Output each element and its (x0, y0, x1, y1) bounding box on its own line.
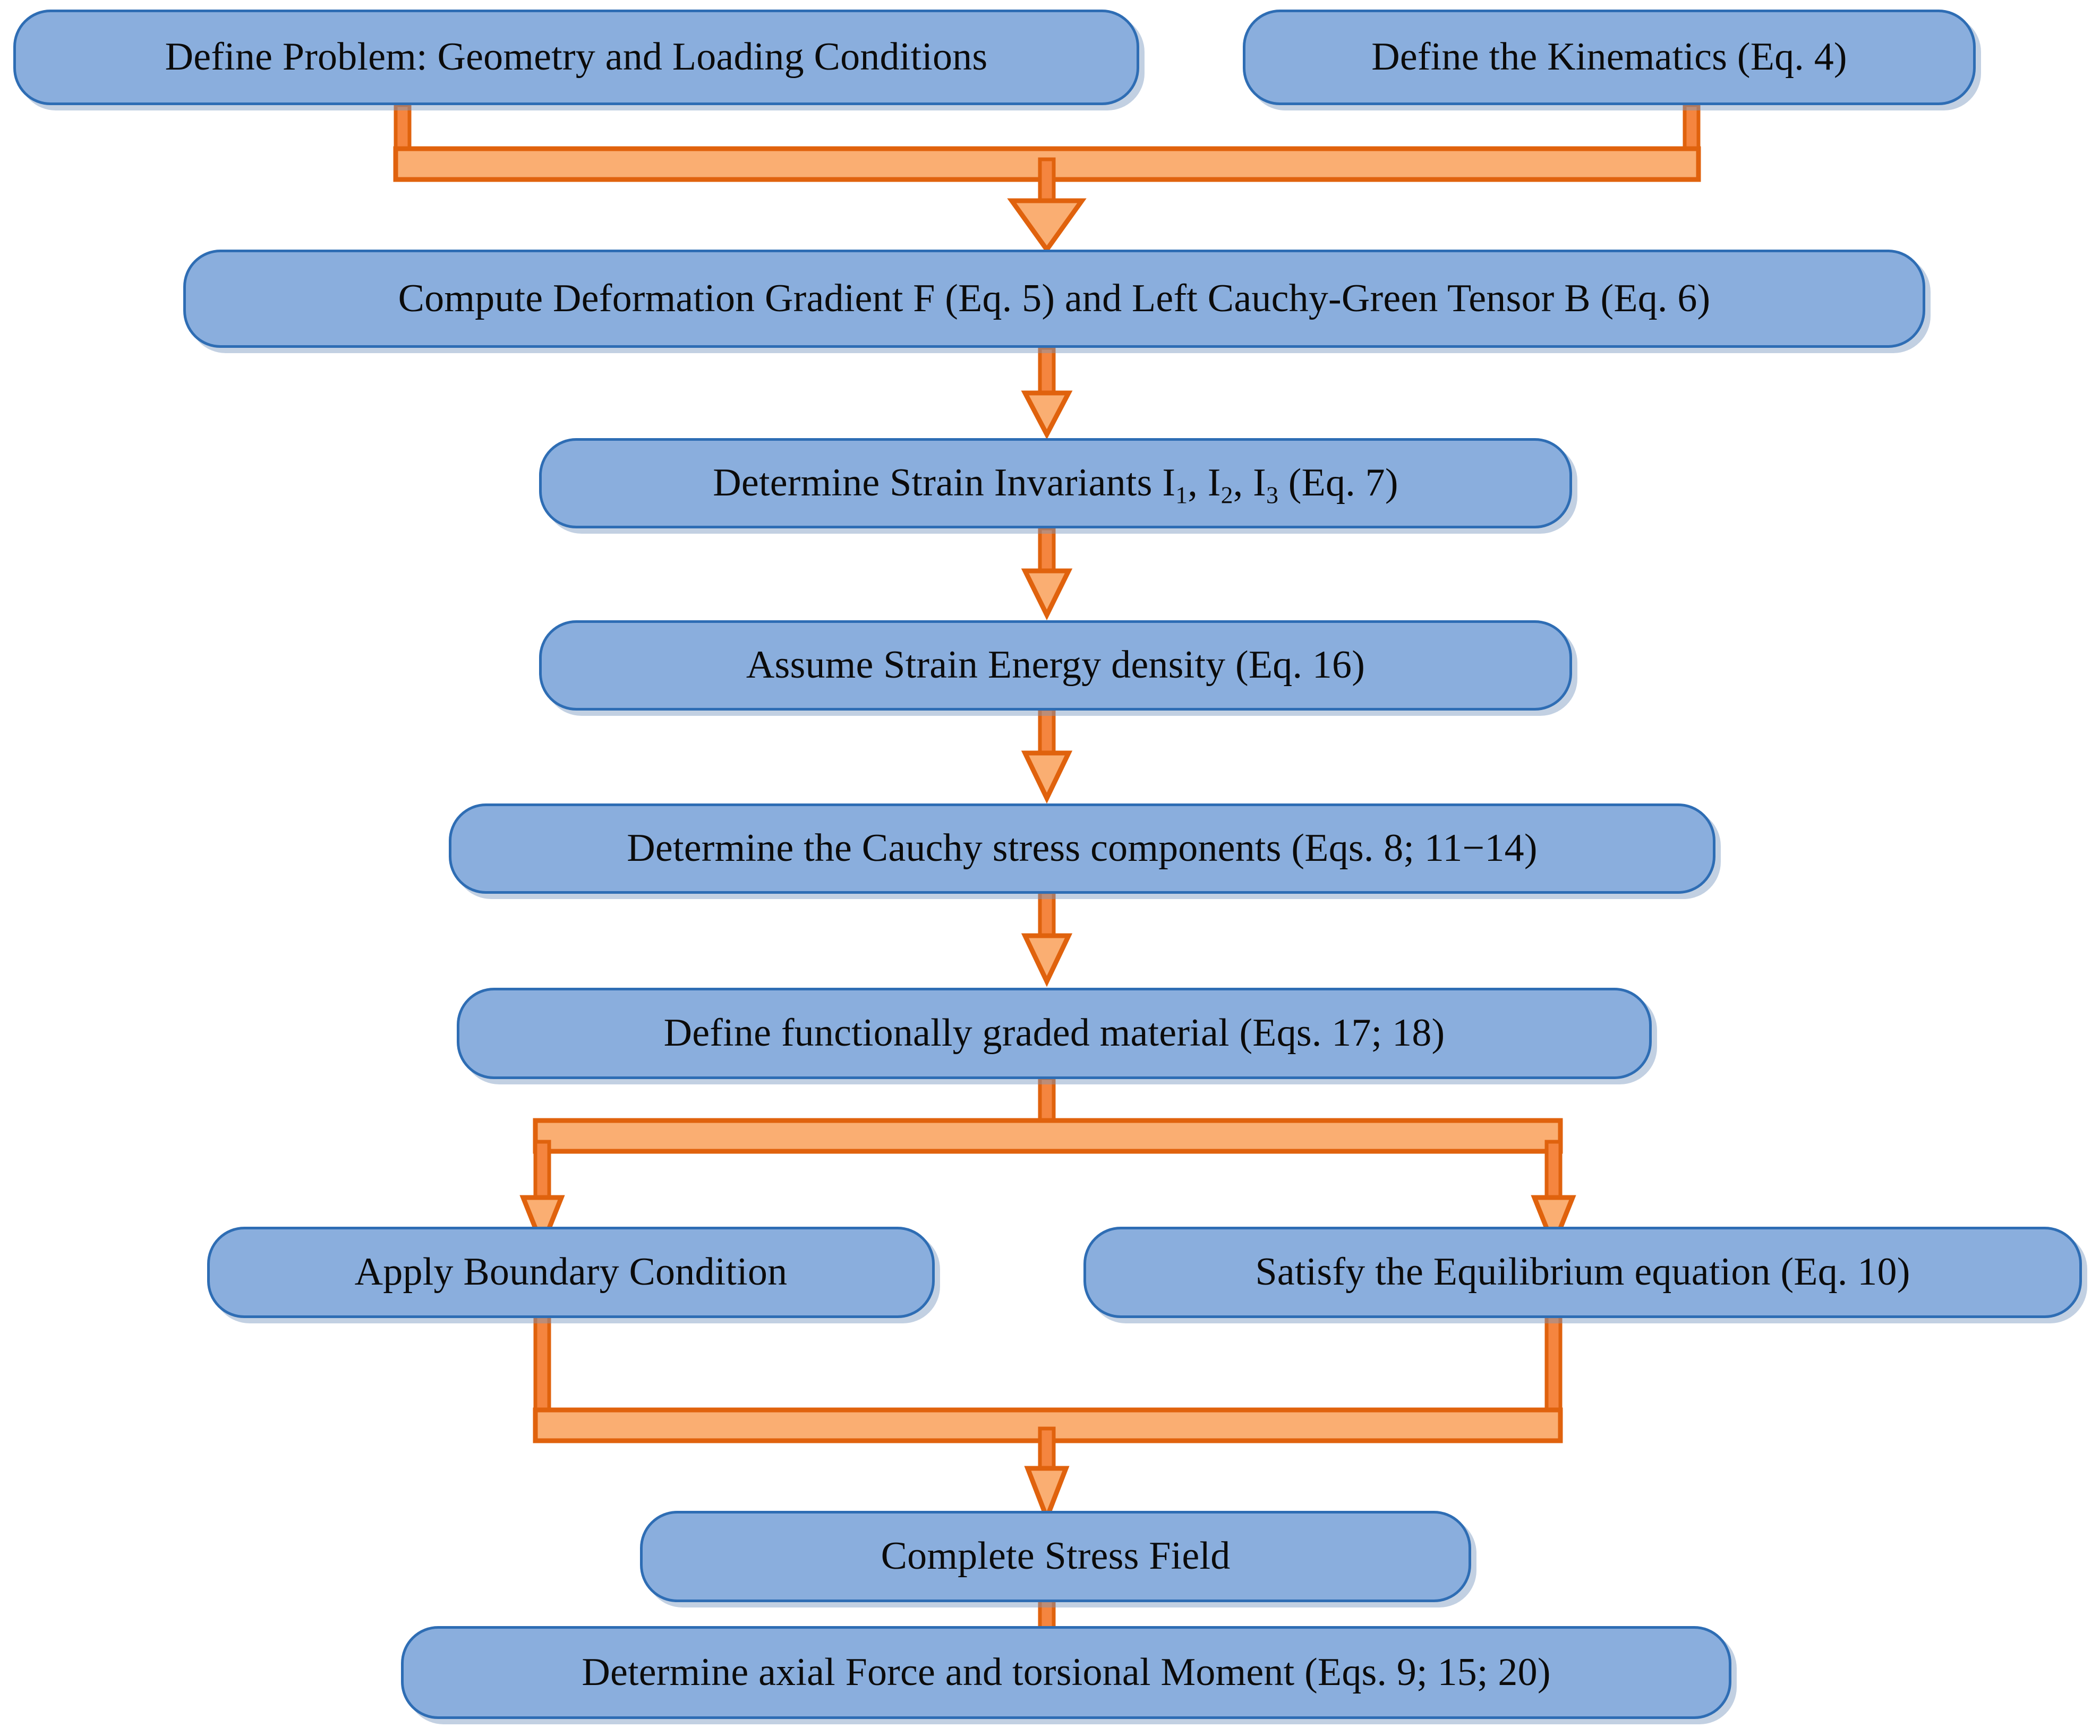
node-label: Define Problem: Geometry and Loading Con… (165, 35, 988, 79)
node-label: Compute Deformation Gradient F (Eq. 5) a… (398, 276, 1711, 320)
edge-n6-n7 (1021, 890, 1073, 987)
node-label: Complete Stress Field (881, 1534, 1231, 1578)
edge-n1-n3 (394, 103, 412, 171)
node-label-part: , I (1188, 461, 1221, 505)
edge-n2-n3 (1683, 103, 1701, 171)
node-cauchy-stress-components[interactable]: Determine the Cauchy stress components (… (449, 803, 1715, 894)
node-define-problem[interactable]: Define Problem: Geometry and Loading Con… (13, 10, 1139, 105)
node-strain-invariants[interactable]: Determine Strain Invariants I1, I2, I3 (… (539, 438, 1572, 528)
node-label-part: Determine Strain Invariants I (713, 461, 1176, 505)
subscript-2: 2 (1220, 481, 1233, 509)
node-axial-force-torsional-moment[interactable]: Determine axial Force and torsional Mome… (401, 1626, 1731, 1719)
node-label: Define the Kinematics (Eq. 4) (1371, 35, 1847, 79)
subscript-1: 1 (1175, 481, 1188, 509)
node-label: Assume Strain Energy density (Eq. 16) (746, 643, 1365, 687)
node-label: Define functionally graded material (Eqs… (663, 1011, 1445, 1055)
node-apply-boundary-condition[interactable]: Apply Boundary Condition (207, 1227, 935, 1318)
edge-n5-n6 (1021, 707, 1073, 804)
edge-n3-n4 (1021, 346, 1073, 440)
node-label: Determine axial Force and torsional Mome… (582, 1650, 1551, 1694)
edge-n4-n5 (1021, 526, 1073, 621)
node-label-part: , I (1233, 461, 1266, 505)
node-deformation-gradient[interactable]: Compute Deformation Gradient F (Eq. 5) a… (183, 250, 1925, 348)
node-strain-energy-density[interactable]: Assume Strain Energy density (Eq. 16) (539, 620, 1572, 711)
node-define-kinematics[interactable]: Define the Kinematics (Eq. 4) (1243, 10, 1976, 105)
node-label-part: (Eq. 7) (1278, 461, 1398, 505)
node-satisfy-equilibrium-equation[interactable]: Satisfy the Equilibrium equation (Eq. 10… (1083, 1227, 2082, 1318)
subscript-3: 3 (1266, 481, 1279, 509)
node-complete-stress-field[interactable]: Complete Stress Field (640, 1511, 1471, 1602)
node-label: Determine the Cauchy stress components (… (627, 826, 1538, 870)
node-label: Determine Strain Invariants I1, I2, I3 (… (713, 461, 1398, 507)
merge-bus-lower (533, 1314, 1563, 1525)
split-bus-bottom (519, 1076, 1576, 1252)
node-label: Satisfy the Equilibrium equation (Eq. 10… (1255, 1250, 1910, 1294)
merge-bus-top (393, 146, 1701, 254)
node-functionally-graded-material[interactable]: Define functionally graded material (Eqs… (457, 988, 1652, 1079)
node-label: Apply Boundary Condition (354, 1250, 788, 1294)
